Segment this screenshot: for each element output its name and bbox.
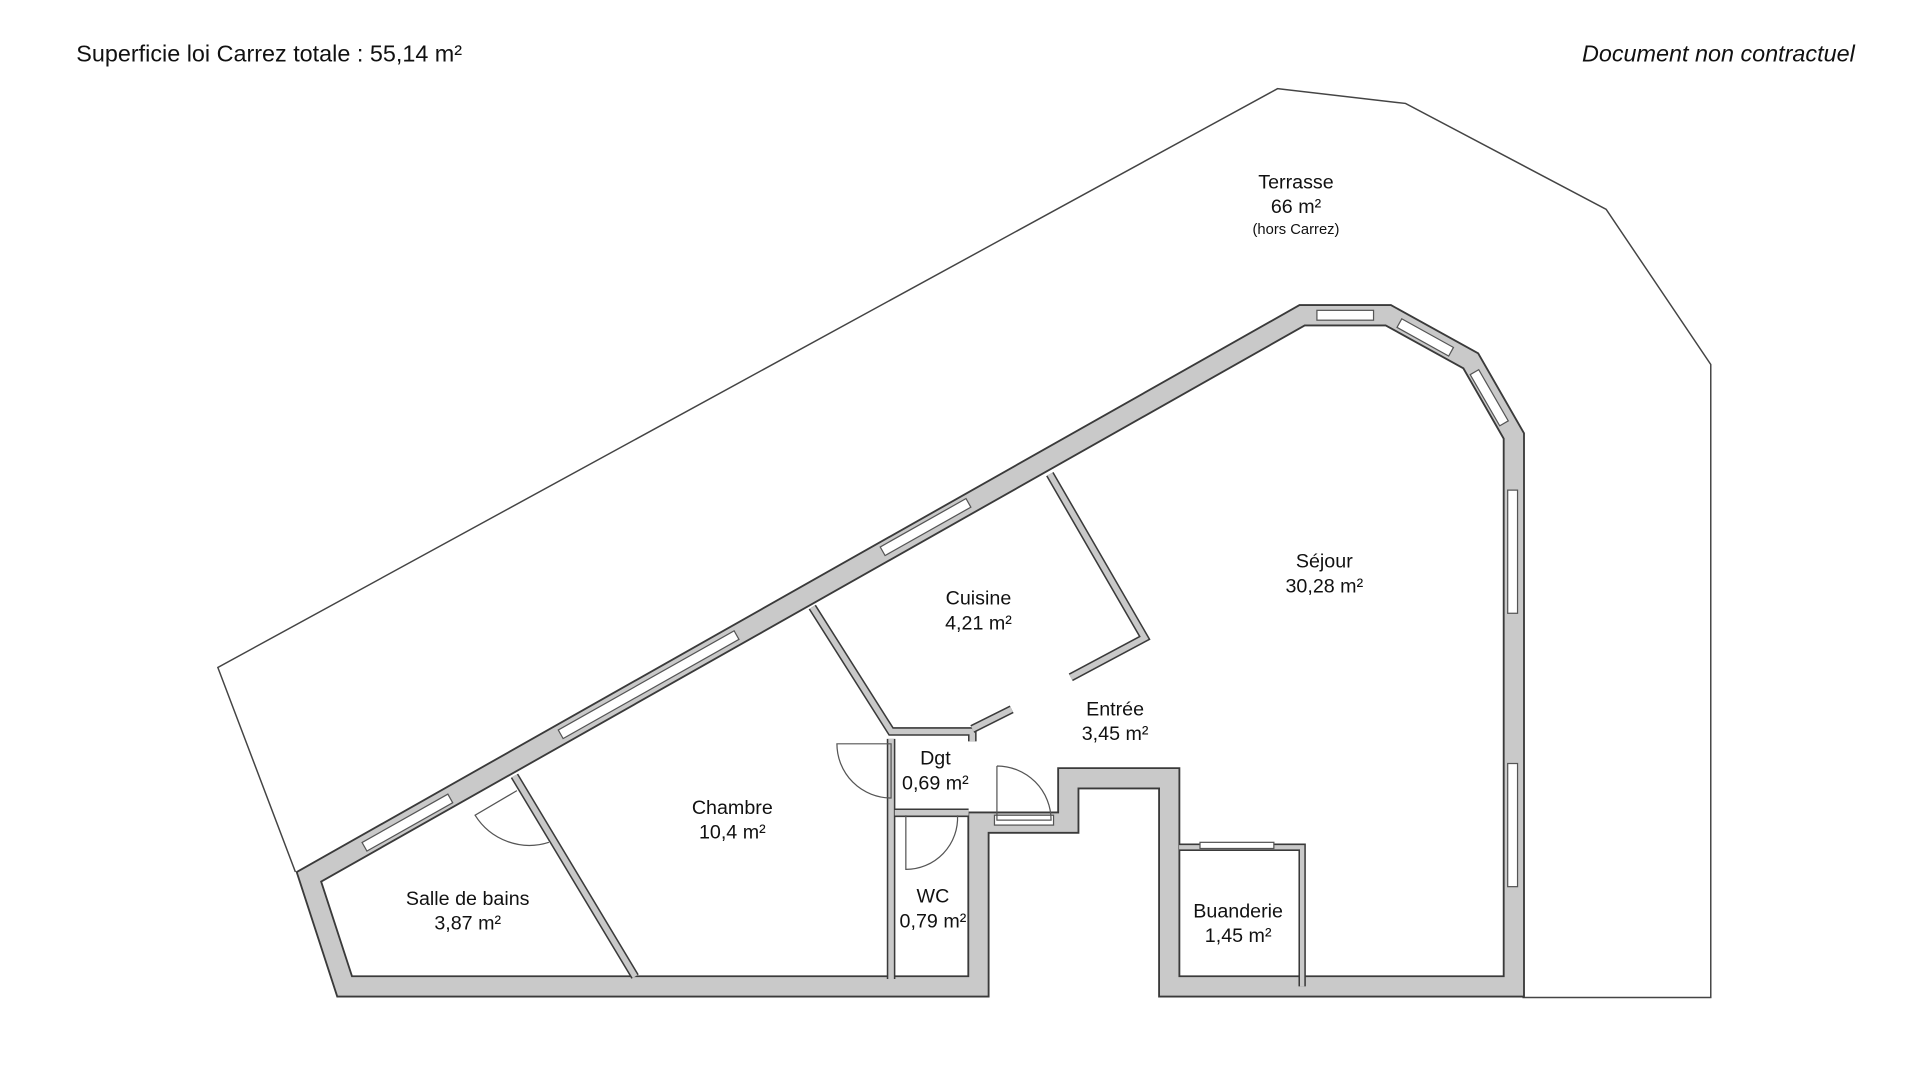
room-area: 3,87 m²: [434, 913, 501, 935]
room-area: 3,45 m²: [1082, 723, 1149, 745]
room-area: 66 m²: [1271, 196, 1322, 218]
room-name: Dgt: [920, 748, 951, 770]
room-name: Terrasse: [1258, 171, 1334, 193]
room-name: Chambre: [692, 797, 773, 819]
room-note: (hors Carrez): [1253, 222, 1340, 238]
room-name: WC: [917, 886, 950, 908]
terrace-outline: [216, 87, 1712, 999]
room-name: Entrée: [1086, 698, 1144, 720]
room-area: 10,4 m²: [699, 822, 766, 844]
room-area: 4,21 m²: [945, 612, 1012, 634]
interior-walls: [510, 471, 1151, 980]
room-area: 0,69 m²: [902, 772, 969, 794]
room-area: 1,45 m²: [1205, 925, 1272, 947]
room-labels: Terrasse 66 m² (hors Carrez) Séjour 30,2…: [406, 171, 1364, 947]
total-area-label: Superficie loi Carrez totale : 55,14 m²: [76, 41, 462, 67]
room-name: Cuisine: [946, 588, 1012, 610]
room-name: Séjour: [1296, 551, 1353, 573]
windows: [361, 309, 1519, 888]
disclaimer-label: Document non contractuel: [1582, 41, 1856, 67]
room-area: 30,28 m²: [1285, 575, 1363, 597]
door-swings: [474, 743, 1052, 871]
room-name: Buanderie: [1193, 900, 1283, 922]
room-name: Salle de bains: [406, 888, 530, 910]
room-area: 0,79 m²: [900, 910, 967, 932]
exterior-walls: [295, 304, 1525, 998]
